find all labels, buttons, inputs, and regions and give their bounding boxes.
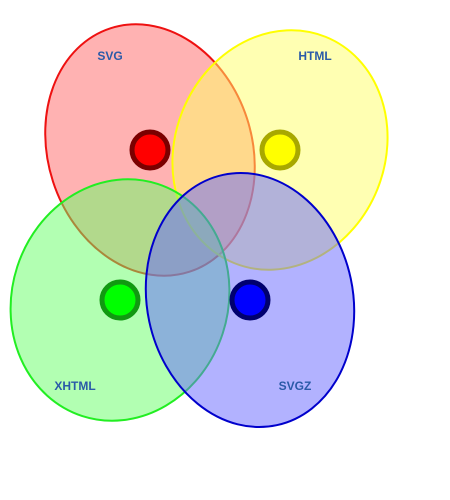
dot-html (259, 129, 301, 171)
label-svgz: SVGZ (279, 379, 312, 393)
label-html: HTML (298, 49, 331, 63)
dot-svg (129, 129, 171, 171)
label-xhtml: XHTML (54, 379, 95, 393)
dot-xhtml (99, 279, 141, 321)
label-svg: SVG (97, 49, 122, 63)
dot-svgz (229, 279, 271, 321)
